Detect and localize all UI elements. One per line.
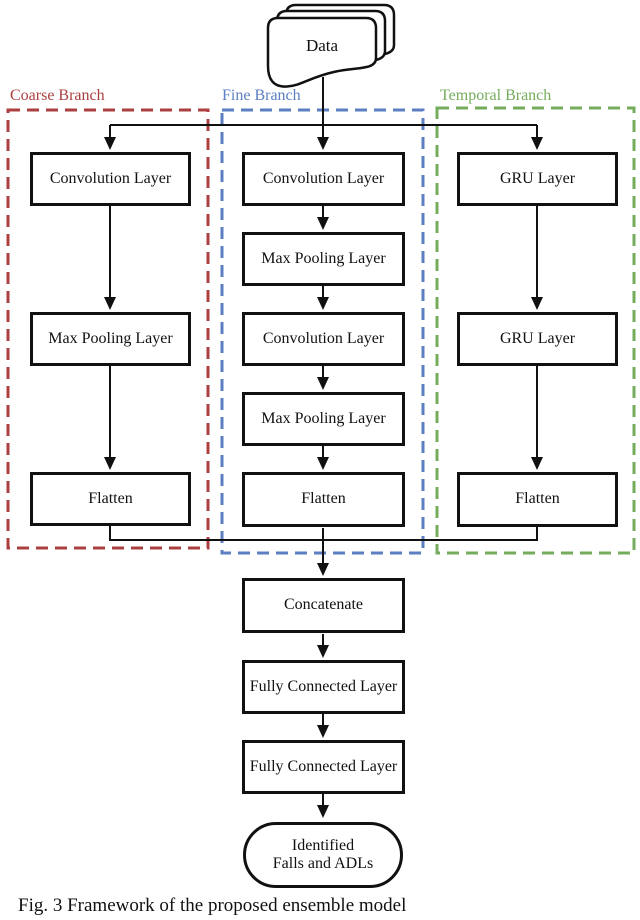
coarse-convolution-layer: Convolution Layer xyxy=(30,152,191,206)
figure-caption: Fig. 3 Framework of the proposed ensembl… xyxy=(18,895,407,916)
fine-max-pooling-layer-2: Max Pooling Layer xyxy=(242,392,405,446)
temporal-gru-layer-1: GRU Layer xyxy=(457,152,618,206)
identified-falls-adls-node: Identified Falls and ADLs xyxy=(243,822,403,888)
terminal-line2: Falls and ADLs xyxy=(272,855,374,872)
fine-max-pooling-layer-1: Max Pooling Layer xyxy=(242,232,405,286)
terminal-line1: Identified xyxy=(291,836,355,854)
fully-connected-layer-2: Fully Connected Layer xyxy=(242,740,405,794)
temporal-branch-frame xyxy=(435,106,636,555)
temporal-gru-layer-2: GRU Layer xyxy=(457,312,618,366)
data-node-label: Data xyxy=(305,36,339,55)
fine-convolution-layer-1: Convolution Layer xyxy=(242,152,405,206)
fine-branch-label: Fine Branch xyxy=(222,87,301,104)
coarse-flatten: Flatten xyxy=(30,472,191,526)
fully-connected-layer-1: Fully Connected Layer xyxy=(242,660,405,714)
concatenate-node: Concatenate xyxy=(242,578,405,633)
temporal-branch-label: Temporal Branch xyxy=(440,87,552,104)
coarse-branch-label: Coarse Branch xyxy=(10,87,105,104)
fine-convolution-layer-2: Convolution Layer xyxy=(242,312,405,366)
connector-arrows xyxy=(104,125,543,818)
fine-flatten: Flatten xyxy=(242,472,405,527)
temporal-flatten: Flatten xyxy=(457,472,618,527)
coarse-branch-frame xyxy=(6,108,210,550)
coarse-max-pooling-layer: Max Pooling Layer xyxy=(30,312,191,366)
